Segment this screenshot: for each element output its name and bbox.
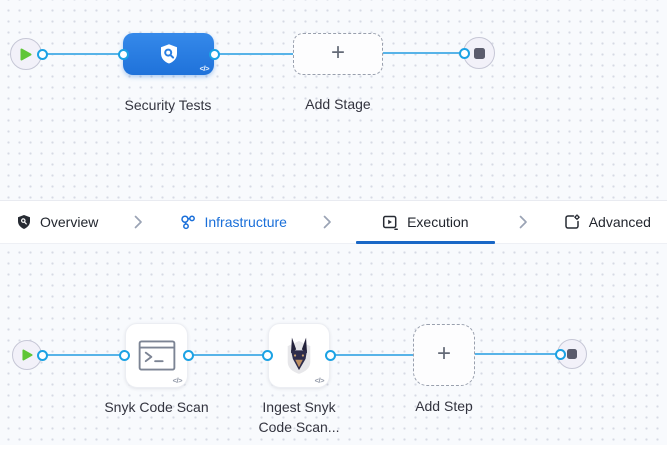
plus-icon: +	[330, 39, 345, 66]
code-view-toggle: </>	[314, 376, 325, 385]
tab-execution[interactable]: Execution	[356, 201, 495, 244]
code-view-toggle: </>	[199, 64, 210, 73]
link-port[interactable]	[555, 349, 566, 360]
tab-label: Overview	[40, 214, 99, 230]
link-port[interactable]	[37, 350, 48, 361]
link-line	[475, 353, 560, 355]
tab-infrastructure[interactable]: Infrastructure	[167, 201, 298, 243]
shield-icon	[18, 215, 30, 229]
plus-icon: +	[436, 340, 451, 367]
link-port[interactable]	[119, 350, 130, 361]
advanced-icon	[564, 214, 580, 229]
link-port[interactable]	[262, 350, 273, 361]
stage-end-node	[463, 37, 495, 69]
link-line	[42, 53, 123, 55]
security-scan-icon	[160, 44, 177, 64]
tab-advanced[interactable]: Advanced	[552, 201, 663, 243]
link-port[interactable]	[183, 350, 194, 361]
add-stage-label: Add Stage	[305, 96, 371, 112]
link-port[interactable]	[118, 49, 129, 60]
chevron-right-icon	[519, 215, 527, 229]
link-port[interactable]	[209, 49, 220, 60]
stage-label: Security Tests	[124, 97, 212, 113]
active-tab-underline	[356, 241, 495, 244]
stop-icon	[567, 349, 577, 359]
stage-node-security-tests[interactable]: </>	[123, 33, 214, 75]
link-line	[214, 53, 293, 55]
link-port[interactable]	[325, 350, 336, 361]
step-label: Ingest Snyk Code Scan...	[258, 399, 340, 435]
play-icon	[21, 349, 33, 361]
step-label: Snyk Code Scan	[104, 399, 209, 415]
tab-label: Advanced	[588, 214, 651, 230]
execution-icon	[383, 215, 399, 230]
stop-icon	[473, 47, 485, 59]
link-port[interactable]	[459, 48, 470, 59]
tab-overview[interactable]: Overview	[4, 201, 110, 243]
infrastructure-icon	[181, 215, 196, 230]
code-view-toggle: </>	[172, 376, 183, 385]
play-icon	[20, 48, 32, 60]
add-step-button[interactable]: +	[413, 324, 475, 386]
chevron-right-icon	[135, 215, 143, 229]
step-node-ingest-snyk-code-scan[interactable]: </>	[268, 323, 330, 388]
add-step-label: Add Step	[415, 398, 473, 414]
step-node-snyk-code-scan[interactable]: </>	[125, 323, 188, 388]
link-line	[188, 354, 268, 356]
stage-config-tabs: Overview Infrastructure	[0, 200, 667, 244]
tab-label: Infrastructure	[204, 214, 287, 230]
snyk-icon	[287, 337, 311, 374]
canvas-edge	[0, 445, 667, 458]
link-port[interactable]	[37, 49, 48, 60]
add-stage-button[interactable]: +	[293, 33, 383, 75]
chevron-right-icon	[323, 215, 331, 229]
link-line	[330, 354, 413, 356]
link-line	[383, 52, 464, 54]
link-line	[42, 354, 125, 356]
stage-start-node	[10, 38, 42, 70]
terminal-icon	[138, 340, 175, 371]
tab-label: Execution	[407, 214, 469, 230]
